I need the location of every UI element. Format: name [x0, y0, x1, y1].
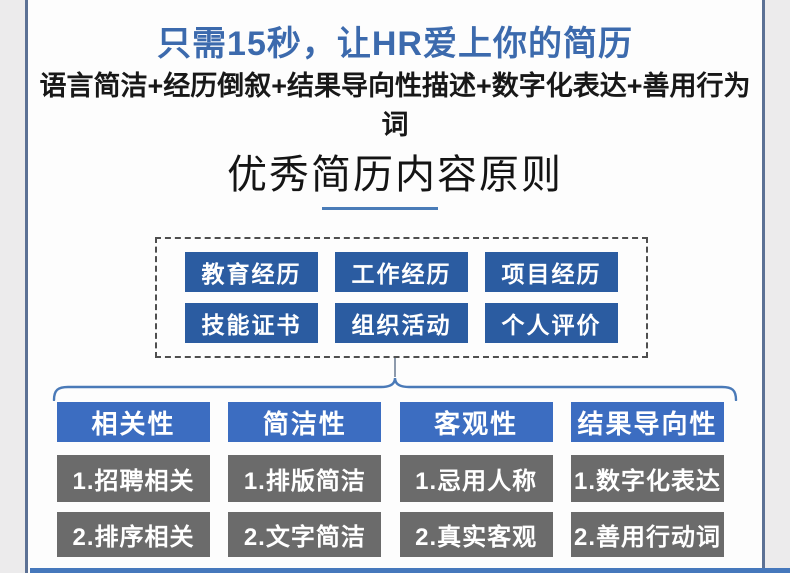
bottom-accent-bar: [30, 568, 790, 573]
resume-section-certificates: 技能证书: [185, 303, 318, 343]
resume-section-evaluation: 个人评价: [485, 303, 618, 343]
principle-header: 结果导向性: [570, 402, 724, 442]
principle-header: 简洁性: [228, 402, 382, 442]
principle-header: 客观性: [399, 402, 553, 442]
principle-item: 2.真实客观: [399, 512, 553, 557]
resume-section-activities: 组织活动: [335, 303, 468, 343]
heading-underline: [322, 207, 438, 210]
principle-item: 2.文字简洁: [228, 512, 382, 557]
section-heading: 优秀简历内容原则: [227, 153, 563, 197]
left-border-line: [25, 0, 28, 573]
left-margin-strip: [0, 0, 25, 573]
principle-item: 1.排版简洁: [228, 455, 382, 502]
principle-header: 相关性: [57, 402, 210, 442]
right-border-line: [762, 0, 765, 573]
page-title: 只需15秒，让HR爱上你的简历: [157, 25, 633, 63]
principle-column-objectivity: 客观性 1.忌用人称 2.真实客观: [399, 402, 553, 557]
right-margin-strip: [765, 0, 790, 573]
resume-section-education: 教育经历: [185, 252, 318, 292]
resume-section-work: 工作经历: [335, 252, 468, 292]
principle-column-relevance: 相关性 1.招聘相关 2.排序相关: [57, 402, 210, 557]
principle-item: 1.忌用人称: [399, 455, 553, 502]
principle-item: 1.招聘相关: [57, 455, 210, 502]
principle-item: 1.数字化表达: [570, 455, 724, 502]
principle-item: 2.善用行动词: [570, 512, 724, 557]
principle-item: 2.排序相关: [57, 512, 210, 557]
connector-line: [394, 358, 396, 377]
principle-column-result-oriented: 结果导向性 1.数字化表达 2.善用行动词: [570, 402, 724, 557]
resume-sections-box: 教育经历 工作经历 项目经历 技能证书 组织活动 个人评价: [155, 237, 648, 358]
curly-brace-graphic: [52, 377, 738, 402]
page-subtitle: 语言简洁+经历倒叙+结果导向性描述+数字化表达+善用行为词: [39, 71, 751, 140]
resume-section-project: 项目经历: [485, 252, 618, 292]
principles-row: 相关性 1.招聘相关 2.排序相关 简洁性 1.排版简洁 2.文字简洁 客观性 …: [57, 402, 724, 557]
principle-column-conciseness: 简洁性 1.排版简洁 2.文字简洁: [228, 402, 382, 557]
